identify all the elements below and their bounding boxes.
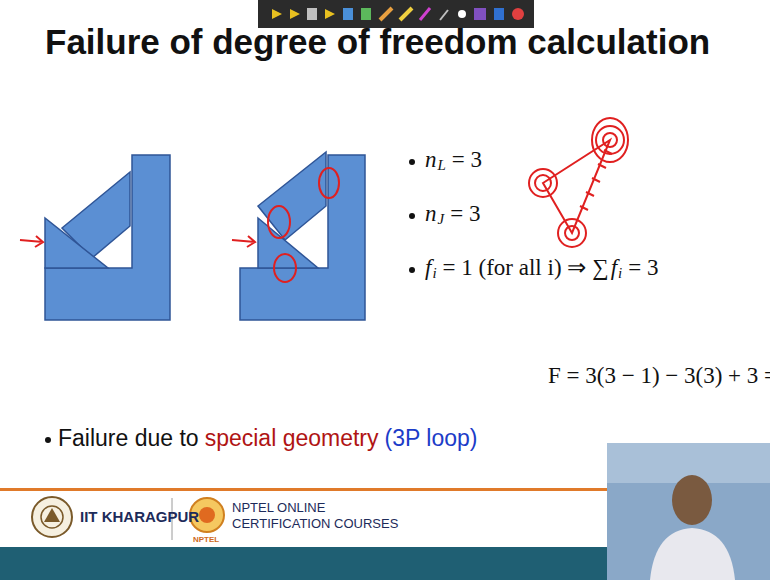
variable-line: J [438,211,445,228]
course-label: CERTIFICATION COURSES [232,517,398,532]
variable-line: = 3 [450,201,480,227]
bullet-dots [45,159,415,443]
institute-name: IIT KHARAGPUR [80,508,199,525]
variable-line: L [438,157,446,174]
joint-circle-marks [268,168,339,282]
equation: F = 3(3 − 1) − 3(3) + 3 = 0 [548,363,770,389]
presenter-video [607,443,770,580]
conclusion-text: special geometry [205,425,379,451]
loop-sketch [529,118,628,247]
conclusion-text: Failure due to [58,425,199,451]
variable-line: = 3 [452,147,482,173]
force-arrow [20,236,43,247]
logo-caption: NPTEL [193,535,219,544]
variable-line: f [425,255,431,281]
variable-line: n [425,147,437,173]
variable-line: = 3 [628,255,658,281]
iit-logo [32,497,72,537]
variable-line: = 1 (for all i) ⇒ [443,255,587,281]
course-label: NPTEL ONLINE [232,501,325,516]
variable-line: i [432,265,436,282]
variable-line: ∑ [592,255,608,281]
slide-title: Failure of degree of freedom calculation [45,22,710,62]
toolbar-icons [272,8,524,20]
wedge-mechanism-figure [240,152,365,320]
force-arrow [232,236,255,247]
wedge-mechanism-figure [45,155,170,320]
variable-line: i [618,265,622,282]
variable-line: f [611,255,617,281]
conclusion-text: (3P loop) [385,425,478,451]
variable-line: n [425,201,437,227]
